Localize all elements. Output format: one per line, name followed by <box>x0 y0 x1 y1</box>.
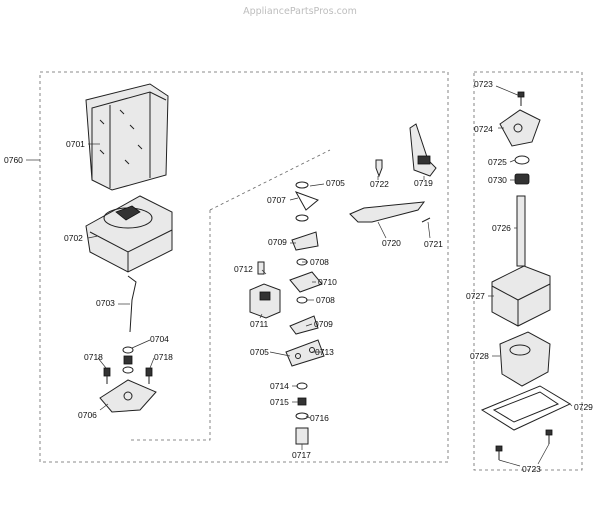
part-0712-terminal[interactable] <box>257 261 265 275</box>
part-0723-screw-top[interactable] <box>517 91 525 106</box>
label-0714: 0714 <box>270 381 289 391</box>
part-0709-lever-lower[interactable] <box>289 315 319 335</box>
label-0719: 0719 <box>414 178 433 188</box>
part-0728-motor[interactable] <box>499 331 551 387</box>
leader-lines <box>87 85 573 467</box>
label-0718-right: 0718 <box>154 352 173 362</box>
part-0714-washer[interactable] <box>296 382 308 390</box>
part-0718-screw-right[interactable] <box>145 367 153 384</box>
label-0705-top: 0705 <box>326 178 345 188</box>
label-0727: 0727 <box>466 291 485 301</box>
assembly-boundary-inner <box>130 149 331 441</box>
label-0715: 0715 <box>270 397 289 407</box>
label-0706: 0706 <box>78 410 97 420</box>
label-0704: 0704 <box>150 334 169 344</box>
label-0703: 0703 <box>96 298 115 308</box>
label-0717: 0717 <box>292 450 311 460</box>
part-0703-wire-arm[interactable] <box>127 275 137 333</box>
label-0701: 0701 <box>66 139 85 149</box>
part-0702-ice-tray[interactable] <box>85 195 173 273</box>
part-0723-screw-bottom-left[interactable] <box>495 445 503 460</box>
part-0713-bracket[interactable] <box>285 339 325 367</box>
part-0717-shaft-end[interactable] <box>295 427 309 445</box>
part-0715-nut[interactable] <box>297 397 307 406</box>
part-0721-pin[interactable] <box>421 217 431 223</box>
label-0712: 0712 <box>234 264 253 274</box>
label-0709-lower: 0709 <box>314 319 333 329</box>
label-0705-bottom: 0705 <box>250 347 269 357</box>
label-0709-upper: 0709 <box>268 237 287 247</box>
label-0702: 0702 <box>64 233 83 243</box>
watermark-text: AppliancePartsPros.com <box>243 6 357 17</box>
part-0727-motor-housing[interactable] <box>491 265 551 327</box>
part-0711-switch[interactable] <box>249 283 281 319</box>
label-0725: 0725 <box>488 157 507 167</box>
label-0724: 0724 <box>474 124 493 134</box>
assembly-boundary-main <box>39 71 449 463</box>
label-0728: 0728 <box>470 351 489 361</box>
part-0722-screw[interactable] <box>375 159 383 178</box>
part-0724-mounting-plate[interactable] <box>499 109 541 147</box>
part-0725-ring[interactable] <box>514 155 530 165</box>
label-0720: 0720 <box>382 238 401 248</box>
part-0730-bushing[interactable] <box>514 173 530 185</box>
part-0701-ice-bucket-cover[interactable] <box>85 83 169 191</box>
part-0710-gear[interactable] <box>289 271 323 293</box>
part-0720-arm[interactable] <box>349 201 426 223</box>
label-0718-left: 0718 <box>84 352 103 362</box>
label-0710: 0710 <box>318 277 337 287</box>
label-0707: 0707 <box>267 195 286 205</box>
part-0718-screw-left[interactable] <box>103 367 111 384</box>
part-0709-lever-upper[interactable] <box>291 231 319 251</box>
label-0722: 0722 <box>370 179 389 189</box>
part-0723-screw-bottom-right[interactable] <box>545 429 553 444</box>
part-0719-bracket[interactable] <box>409 123 437 177</box>
part-0716-bushing[interactable] <box>295 412 309 420</box>
label-0729: 0729 <box>574 402 593 412</box>
label-0716: 0716 <box>310 413 329 423</box>
part-0729-gasket[interactable] <box>480 385 572 431</box>
label-0708-upper: 0708 <box>310 257 329 267</box>
part-0726-shaft[interactable] <box>516 195 526 267</box>
label-0708-lower: 0708 <box>316 295 335 305</box>
part-0707-spring-assembly[interactable] <box>294 181 319 222</box>
part-0706-cam-plate[interactable] <box>99 379 157 413</box>
part-0708-washer-lower[interactable] <box>296 296 308 304</box>
label-0711: 0711 <box>250 319 269 329</box>
label-0726: 0726 <box>492 223 511 233</box>
label-0723-bottom: 0723 <box>522 464 541 474</box>
label-0760: 0760 <box>4 155 23 165</box>
label-0730: 0730 <box>488 175 507 185</box>
part-labels: 0760 0701 0702 0703 0704 0718 0718 0706 … <box>4 79 593 474</box>
label-0723-top: 0723 <box>474 79 493 89</box>
label-0721: 0721 <box>424 239 443 249</box>
part-0704-washer-stack[interactable] <box>122 346 134 374</box>
label-0713: 0713 <box>315 347 334 357</box>
assembly-boundary-right <box>473 71 583 471</box>
